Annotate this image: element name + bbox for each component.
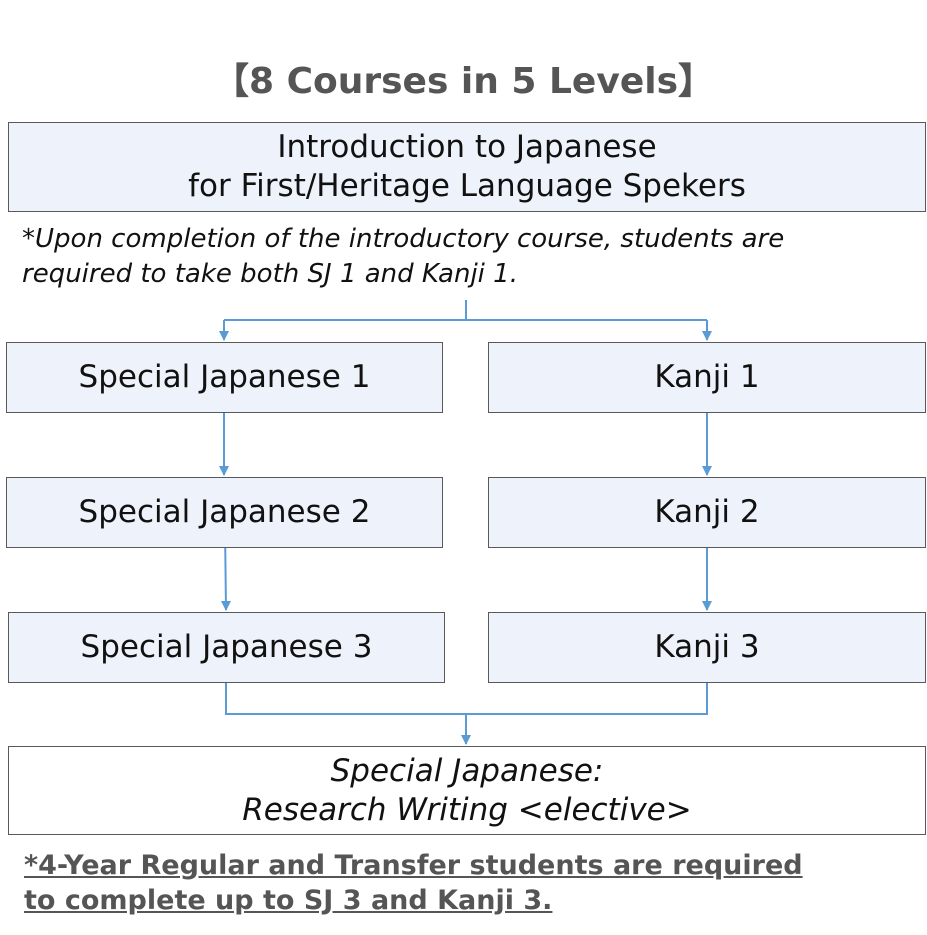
course-label: Special Japanese 2 xyxy=(78,494,371,530)
requirement-line1: *4-Year Regular and Transfer students ar… xyxy=(24,850,803,881)
course-label: Special Japanese 1 xyxy=(78,359,371,395)
requirement-line2: to complete up to SJ 3 and Kanji 3. xyxy=(24,885,553,916)
course-box-kanji3: Kanji 3 xyxy=(488,612,926,683)
course-box-kanji1: Kanji 1 xyxy=(488,342,926,413)
intro-course-box: Introduction to Japanese for First/Herit… xyxy=(8,122,926,212)
page-title: 【8 Courses in 5 Levels】 xyxy=(212,61,714,102)
course-label: Kanji 3 xyxy=(654,629,760,665)
course-label: Kanji 1 xyxy=(654,359,760,395)
course-box-sj2: Special Japanese 2 xyxy=(6,477,443,548)
elective-line2: Research Writing <elective> xyxy=(242,791,692,828)
intro-note-line2: required to take both SJ 1 and Kanji 1. xyxy=(22,259,518,289)
requirement-note: *4-Year Regular and Transfer students ar… xyxy=(24,848,803,918)
intro-split-connector xyxy=(224,300,707,321)
elective-line1: Special Japanese: xyxy=(330,752,604,789)
intro-completion-note: *Upon completion of the introductory cou… xyxy=(22,222,784,292)
intro-course-line1: Introduction to Japanese xyxy=(277,129,657,165)
merge-connector xyxy=(225,683,708,715)
course-box-sj1: Special Japanese 1 xyxy=(6,342,443,413)
course-box-kanji2: Kanji 2 xyxy=(488,477,926,548)
course-label: Kanji 2 xyxy=(654,494,760,530)
elective-course-box: Special Japanese: Research Writing <elec… xyxy=(8,746,926,835)
course-box-sj3: Special Japanese 3 xyxy=(8,612,445,683)
intro-course-line2: for First/Heritage Language Spekers xyxy=(188,168,746,204)
intro-note-line1: *Upon completion of the introductory cou… xyxy=(22,224,785,254)
course-label: Special Japanese 3 xyxy=(80,629,373,665)
